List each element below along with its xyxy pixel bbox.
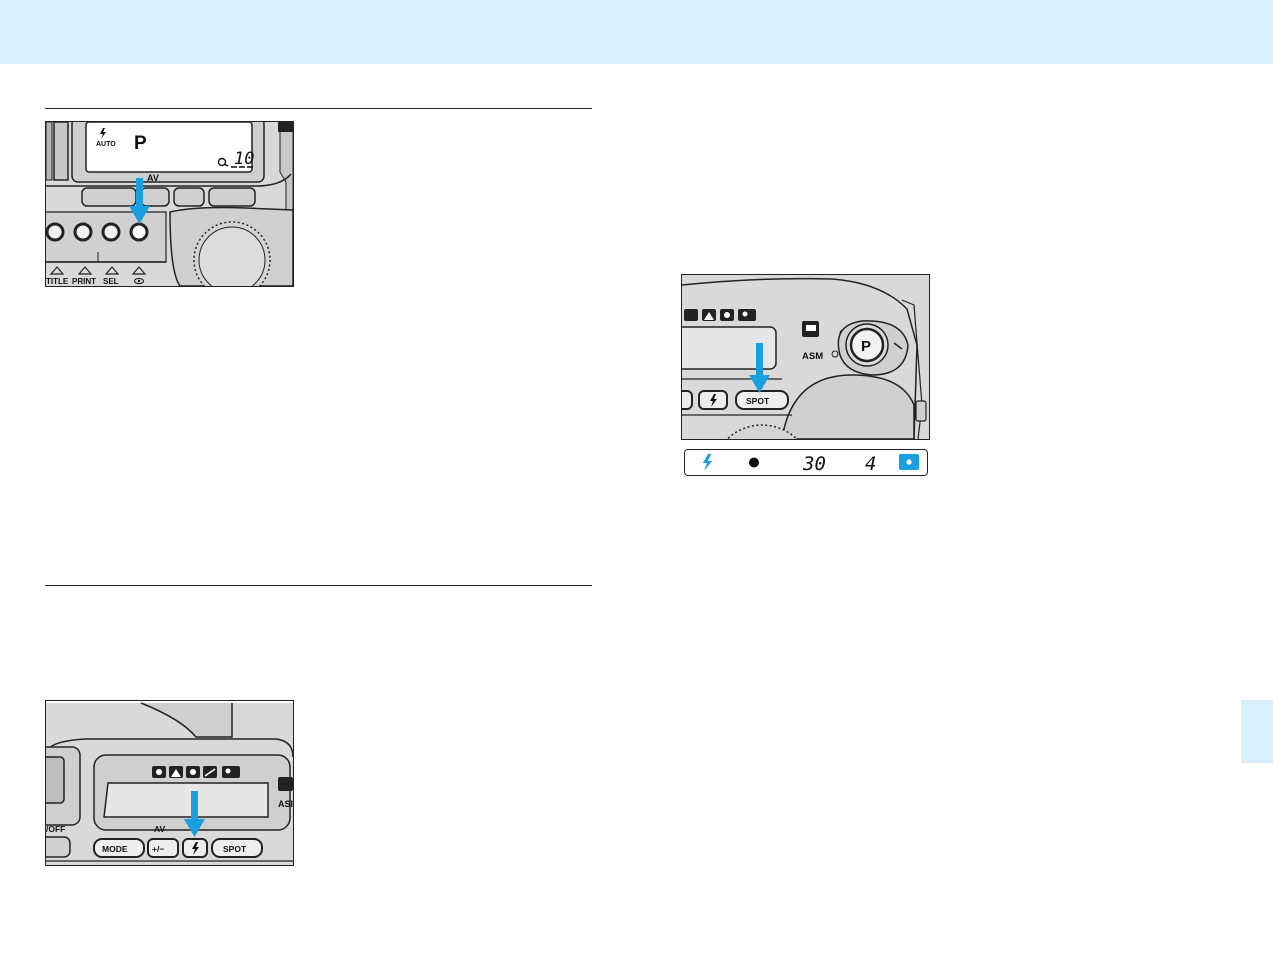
aperture-readout: 4 bbox=[865, 453, 876, 475]
flash-button bbox=[182, 838, 208, 858]
power-off-label: /OFF bbox=[46, 824, 65, 834]
lcd-frame-count: 10 bbox=[234, 149, 254, 169]
spot-button: SPOT bbox=[735, 390, 789, 410]
flash-icon bbox=[710, 394, 717, 407]
redeye-icon bbox=[133, 277, 145, 285]
flash-ready-icon bbox=[703, 454, 712, 471]
figure-av-button: TITLE PRINT SEL AUTO P 10 AV bbox=[45, 121, 294, 287]
svg-text:SPOT: SPOT bbox=[746, 396, 770, 406]
exposure-comp-button: +/− bbox=[147, 838, 179, 858]
flash-icon bbox=[100, 128, 106, 139]
print-button-label: PRINT bbox=[72, 277, 96, 286]
av-label: AV bbox=[154, 824, 166, 834]
mode-button: MODE bbox=[93, 838, 145, 858]
press-arrow bbox=[129, 178, 150, 224]
section-rule-middle bbox=[45, 585, 592, 586]
flash-button bbox=[698, 390, 728, 410]
asm-label: ASI bbox=[278, 799, 293, 809]
svg-text:+/−: +/− bbox=[152, 844, 164, 854]
viewfinder-display: 30 4 bbox=[684, 449, 928, 476]
lcd-mode-letter: P bbox=[134, 133, 147, 154]
svg-text:P: P bbox=[861, 338, 871, 355]
figure-spot-button: ASM P SPOT bbox=[681, 274, 930, 440]
self-timer-icon bbox=[217, 157, 229, 167]
spot-button: SPOT bbox=[211, 838, 263, 858]
figure-flash-button: AV /OFF ASI MODE +/− SPOT bbox=[45, 700, 294, 866]
scene-mode-icons bbox=[152, 766, 240, 778]
mode-dial: P bbox=[845, 323, 889, 367]
svg-text:SPOT: SPOT bbox=[223, 844, 247, 854]
header-band bbox=[0, 0, 1273, 64]
section-rule-top bbox=[45, 108, 592, 109]
lcd-auto-label: AUTO bbox=[96, 141, 116, 148]
spot-metering-icon bbox=[899, 454, 919, 470]
press-arrow bbox=[184, 791, 205, 837]
av-label: AV bbox=[147, 173, 159, 183]
sel-button-label: SEL bbox=[103, 277, 119, 286]
scene-mode-icons bbox=[684, 309, 756, 321]
command-dial bbox=[193, 221, 271, 286]
focus-indicator-icon bbox=[749, 457, 759, 468]
chapter-tab bbox=[1241, 700, 1273, 763]
flash-icon bbox=[192, 842, 199, 855]
title-button-label: TITLE bbox=[46, 277, 69, 286]
asm-label: ASM bbox=[802, 351, 823, 362]
shutter-speed-readout: 30 bbox=[802, 453, 826, 475]
svg-text:MODE: MODE bbox=[102, 844, 128, 854]
round-buttons bbox=[46, 222, 149, 242]
press-arrow bbox=[749, 343, 770, 393]
command-dial bbox=[726, 424, 798, 439]
